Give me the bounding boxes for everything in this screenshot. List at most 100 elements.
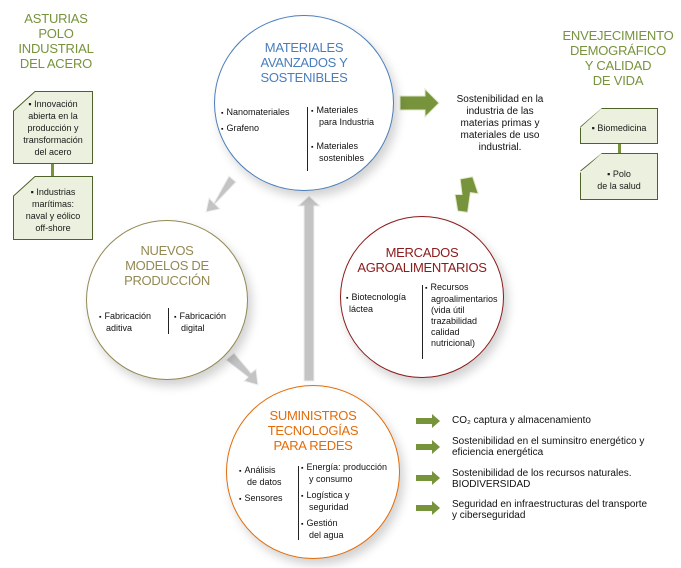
list-item: Materiales: [311, 105, 374, 117]
circle-mercados: MERCADOS AGROALIMENTARIOS Biotecnología …: [340, 216, 504, 378]
list-item: Recursos: [425, 282, 498, 294]
title-line: DE VIDA: [592, 73, 644, 88]
circle-title: NUEVOS MODELOS DE PRODUCCIÓN: [87, 243, 247, 288]
card-line: ▪ Innovación: [28, 99, 78, 109]
arrow-right-icon: [416, 414, 440, 428]
list-item: Fabricación: [99, 311, 151, 323]
card-line: marítimas:: [31, 199, 74, 209]
list-item-cont: seguridad: [309, 502, 349, 512]
circle-title: MATERIALES AVANZADOS Y SOSTENIBLES: [215, 40, 393, 85]
title-line: SOSTENIBLES: [260, 70, 348, 85]
title-line: PRODUCCIÓN: [124, 273, 210, 288]
card-line: del acero: [34, 147, 72, 157]
title-line: MODELOS DE: [125, 258, 209, 273]
outcome-line: Sostenibilidad en el suminsitro energéti…: [452, 436, 645, 447]
circle-materiales: MATERIALES AVANZADOS Y SOSTENIBLES Nanom…: [214, 15, 394, 191]
asturias-title: ASTURIAS POLO INDUSTRIAL DEL ACERO: [6, 11, 106, 71]
list-item-cont: aditiva: [106, 323, 133, 333]
card-line: ▪ Polo: [607, 169, 631, 179]
title-line: AVANZADOS Y: [260, 55, 348, 70]
list-item: Biotecnología: [346, 292, 406, 304]
divider: [168, 308, 169, 334]
title-line: TECNOLOGÍAS: [267, 423, 359, 438]
arrow-up-icon: [454, 176, 480, 213]
title-line: NUEVOS: [140, 243, 194, 258]
title-line: AGROALIMENTARIOS: [357, 260, 487, 275]
card-biomedicina: ▪ Biomedicina: [580, 108, 658, 144]
grey-arrow-down-right: [225, 352, 259, 386]
title-line: DEL ACERO: [19, 56, 93, 71]
grey-arrow-down-left: [205, 175, 237, 213]
card-line: de la salud: [597, 181, 641, 191]
divider: [307, 107, 308, 171]
outcome-line: eficiencia energética: [452, 447, 544, 458]
list-item: Sensores: [239, 493, 283, 505]
title-line: DEMOGRÁFICO: [569, 43, 667, 58]
circle-suministros: SUMINISTROS TECNOLOGÍAS PARA REDES Análi…: [226, 385, 400, 559]
outcome-line: industrial.: [478, 142, 522, 153]
divider: [298, 466, 299, 540]
card-innovacion: ▪ Innovación abierta en la producción y …: [13, 91, 93, 164]
list-item: Materiales: [311, 141, 374, 153]
outcome-recursos-naturales: Sostenibilidad de los recursos naturales…: [452, 468, 632, 490]
envejecimiento-title: ENVEJECIMIENTO DEMOGRÁFICO Y CALIDAD DE …: [556, 28, 680, 88]
title-line: MERCADOS: [385, 245, 459, 260]
outcome-line: Sostenibilidad de los recursos naturales…: [452, 468, 632, 479]
list-item-cont: nutricional): [431, 338, 476, 348]
list-item-cont: calidad: [431, 327, 460, 337]
title-line: MATERIALES: [264, 40, 344, 55]
arrow-right-icon: [416, 471, 440, 485]
list-item-cont: del agua: [309, 530, 344, 540]
card-line: abierta en la: [28, 111, 78, 121]
list-item-cont: sostenibles: [319, 153, 365, 163]
outcome-co2: CO₂ captura y almacenamiento: [452, 415, 591, 426]
card-polo-salud: ▪ Polo de la salud: [580, 153, 658, 200]
card-connector: [618, 142, 621, 154]
outcome-line: industria de las: [466, 106, 534, 117]
outcome-line: materias primas y: [460, 118, 540, 129]
title-line: SUMINISTROS: [269, 408, 357, 423]
card-industrias-maritimas: ▪ Industrias marítimas: naval y eólico o…: [13, 176, 93, 240]
card-line: ▪ Biomedicina: [591, 123, 647, 133]
list-item: Logística y: [301, 490, 387, 502]
list-item-cont: para Industria: [319, 117, 375, 127]
outcome-seguridad-transporte: Seguridad en infraestructuras del transp…: [452, 499, 647, 521]
list-item: Gestión: [301, 518, 387, 530]
card-line: ▪ Industrias: [30, 187, 76, 197]
arrow-right-icon: [416, 440, 440, 454]
list-item-cont: agroalimentarios: [431, 294, 498, 304]
list-item: Grafeno: [221, 123, 290, 135]
list-item-cont: trazabilidad: [431, 316, 478, 326]
list-item-cont: láctea: [349, 304, 374, 314]
green-arrows: [399, 87, 480, 515]
list-item-cont: (vida útil: [431, 305, 465, 315]
title-line: ASTURIAS: [24, 11, 88, 26]
outcome-line: CO₂ captura y almacenamiento: [452, 415, 591, 426]
circle-nuevos-modelos: NUEVOS MODELOS DE PRODUCCIÓN Fabricación…: [86, 220, 248, 380]
outcome-suministro-energetico: Sostenibilidad en el suminsitro energéti…: [452, 436, 644, 458]
outcome-sostenibilidad-industria: Sostenibilidad en la industria de las ma…: [440, 94, 560, 154]
arrow-right-icon: [416, 501, 440, 515]
outcome-line: y ciberseguridad: [452, 510, 526, 521]
card-line: producción y: [27, 123, 79, 133]
outcome-line: materiales de uso: [460, 130, 540, 141]
title-line: Y CALIDAD: [584, 58, 652, 73]
list-item: Energía: producción: [301, 462, 387, 474]
list-item: Nanomateriales: [221, 107, 289, 119]
outcome-line: Seguridad en infraestructuras del transp…: [452, 499, 648, 510]
list-item: Análisis: [239, 465, 283, 477]
list-item: Fabricación: [174, 311, 226, 323]
circle-title: SUMINISTROS TECNOLOGÍAS PARA REDES: [227, 408, 399, 453]
card-line: transformación: [23, 135, 83, 145]
arrow-right-icon: [399, 87, 440, 119]
circle-title: MERCADOS AGROALIMENTARIOS: [341, 245, 503, 275]
grey-arrow-up: [296, 195, 322, 382]
title-line: INDUSTRIAL: [18, 41, 94, 56]
title-line: ENVEJECIMIENTO: [562, 28, 674, 43]
list-item-cont: y consumo: [309, 474, 353, 484]
card-line: naval y eólico: [25, 211, 81, 221]
card-line: off-shore: [35, 223, 71, 233]
list-item-cont: digital: [181, 323, 205, 333]
title-line: PARA REDES: [273, 438, 353, 453]
outcome-line: BIODIVERSIDAD: [452, 479, 531, 490]
